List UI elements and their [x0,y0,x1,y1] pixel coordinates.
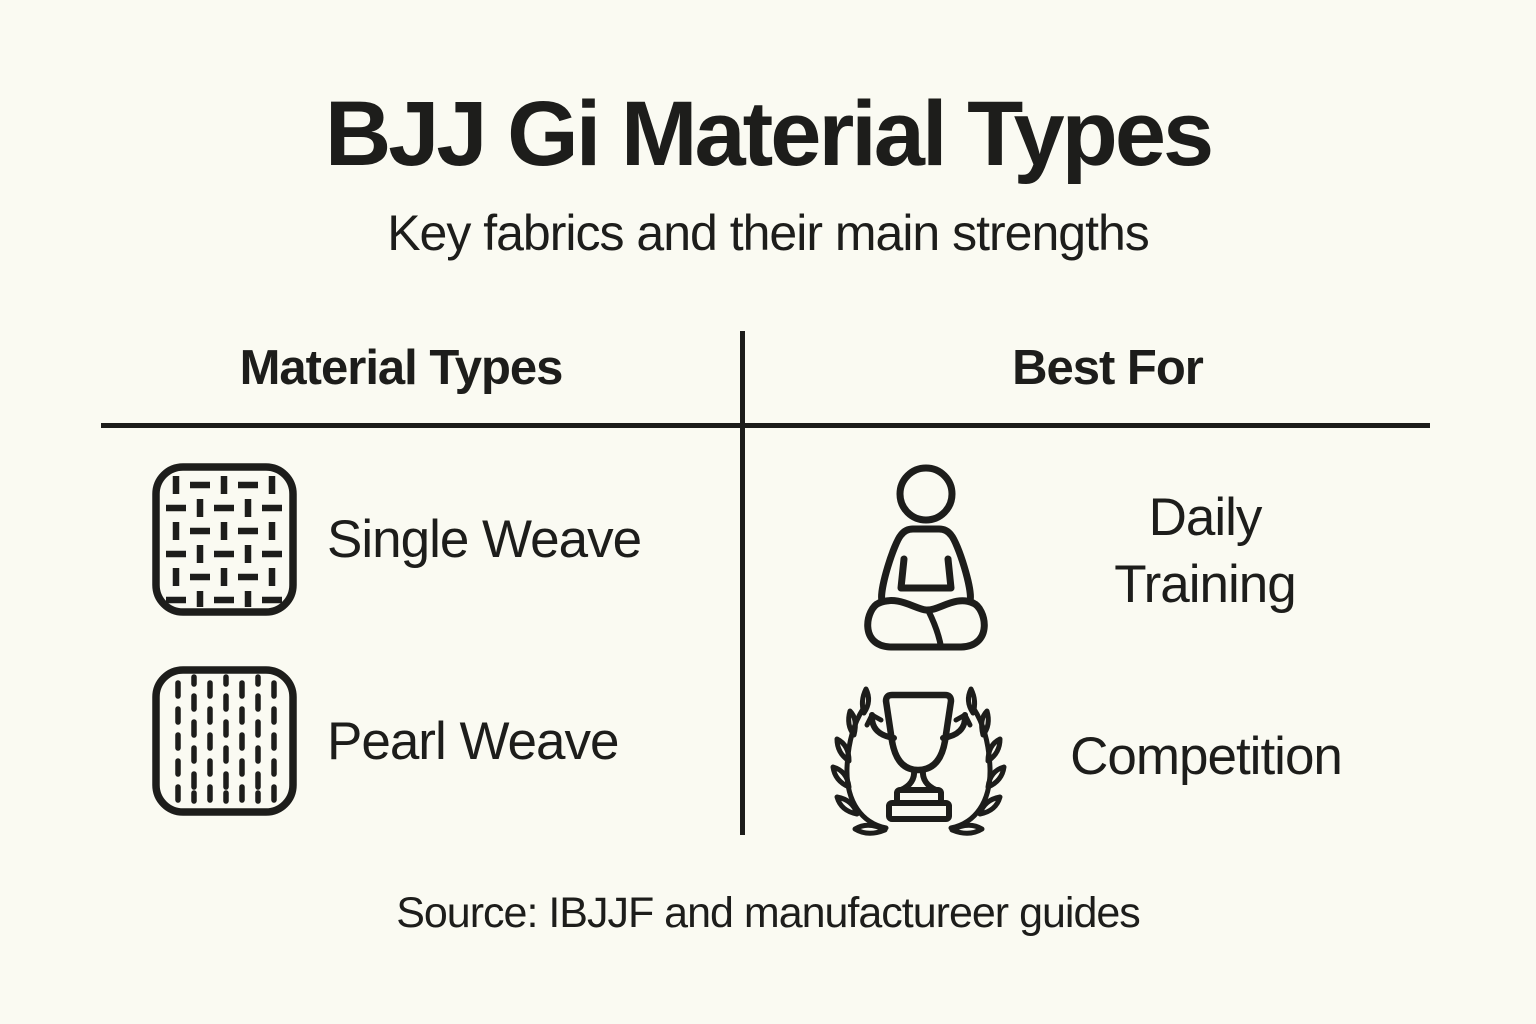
material-row-single-weave: Single Weave [152,462,642,616]
trophy-laurel-icon [826,680,1011,840]
single-weave-swatch-icon [152,462,297,616]
column-header-best-for: Best For [1012,341,1204,395]
page-title: BJJ Gi Material Types [324,83,1214,185]
pearl-weave-swatch-icon [152,666,297,816]
best-for-label-daily-training: Daily Training [1015,484,1395,618]
best-for-label-competition: Competition [1070,727,1343,786]
column-header-material-types: Material Types [239,341,564,395]
header-divider-line [101,423,1430,428]
best-for-label-line: Training [1114,555,1297,614]
best-for-label-line: Daily [1148,488,1263,547]
page-subtitle: Key fabrics and their main strengths [387,205,1150,261]
material-label: Pearl Weave [327,711,619,771]
material-row-pearl-weave: Pearl Weave [152,666,619,816]
meditating-person-icon [843,459,1008,654]
column-divider-line [740,331,745,835]
material-label: Single Weave [327,509,642,569]
source-note: Source: IBJJF and manufactureer guides [396,889,1141,937]
